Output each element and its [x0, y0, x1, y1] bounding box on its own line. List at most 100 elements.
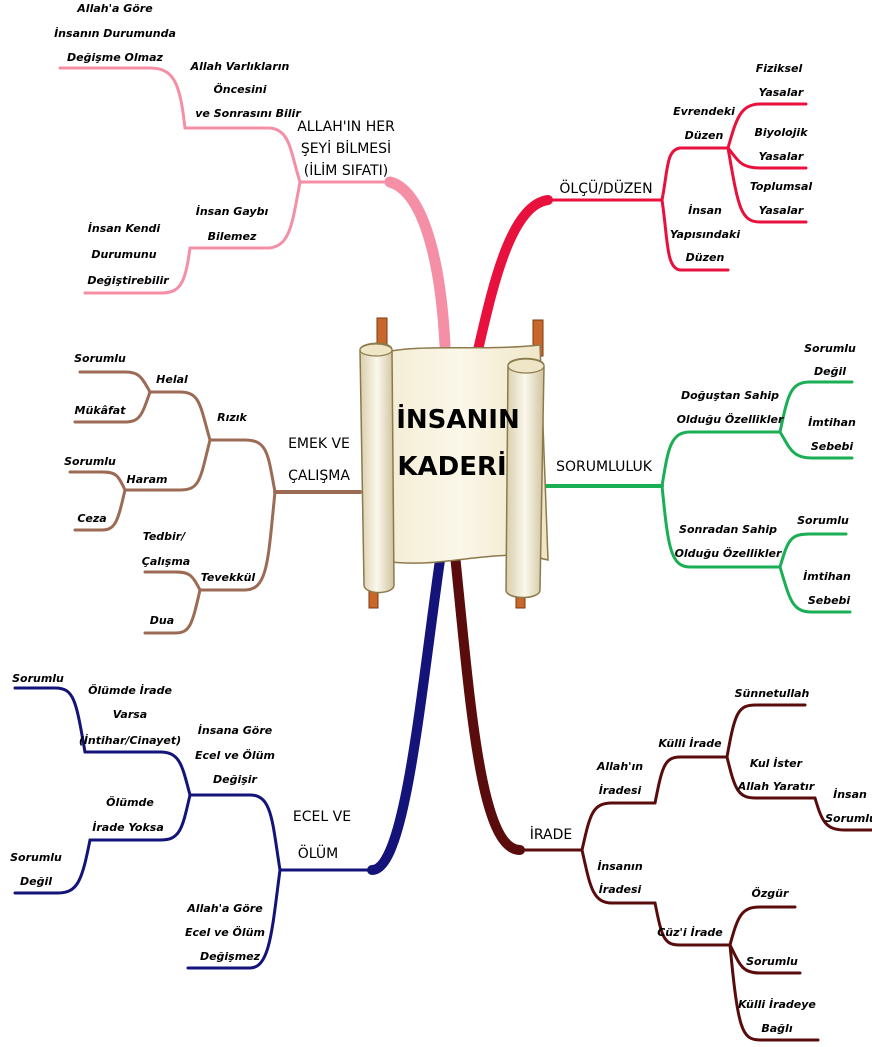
- connector: [728, 905, 797, 947]
- connector: [813, 796, 872, 832]
- connector: [660, 484, 782, 569]
- node-ilim-n2a-2: Durumunu: [91, 248, 156, 261]
- connector: [660, 146, 730, 202]
- connector: [183, 126, 302, 184]
- node-ecel-n1-1: İnsana Göre: [198, 723, 273, 737]
- connector: [725, 703, 807, 759]
- connector: [473, 195, 553, 355]
- branch-title-sorumluluk: SORUMLULUK: [556, 459, 653, 475]
- node-olcu-n1b-2: Yasalar: [759, 150, 804, 163]
- node-irade-n1a2a-1: İnsan: [833, 787, 867, 801]
- node-sor-n1a-2: Değil: [814, 365, 846, 378]
- connector: [13, 686, 87, 754]
- node-olcu-n2-3: Düzen: [686, 251, 725, 264]
- node-ilim-n1a-3: Değişme Olmaz: [67, 51, 164, 64]
- labels-sorumluluk: SORUMLULUK Doğuştan Sahip Olduğu Özellik…: [556, 342, 856, 607]
- connector: [186, 868, 282, 970]
- connector: [73, 488, 127, 532]
- branch-title-ecel-1: ECEL VE: [293, 809, 351, 825]
- branch-sorumluluk: [543, 380, 854, 614]
- node-emek-n2: Tevekkül: [201, 571, 256, 584]
- branch-title-ilim-3: (İLİM SIFATI): [304, 161, 388, 179]
- node-ilim-n1-1: Allah Varlıkların: [190, 60, 290, 73]
- node-ilim-n1a-1: Allah'a Göre: [76, 2, 153, 15]
- connector: [83, 750, 192, 797]
- connector: [148, 390, 212, 442]
- connector: [726, 102, 808, 150]
- node-olcu-n1b-1: Biyolojik: [754, 126, 808, 139]
- connector: [188, 793, 282, 872]
- node-ilim-n2-1: İnsan Gaybı: [196, 204, 269, 218]
- branch-title-ecel-2: ÖLÜM: [298, 844, 338, 862]
- node-sor-n1-1: Doğuştan Sahip: [681, 389, 779, 402]
- node-emek-n1b2: Ceza: [77, 512, 106, 525]
- node-ilim-n1a-2: İnsanın Durumunda: [54, 26, 176, 40]
- connector: [83, 246, 192, 295]
- branch-title-emek-2: ÇALIŞMA: [288, 468, 350, 484]
- branch-olcu: [473, 102, 808, 355]
- node-emek-n2a-2: Çalışma: [142, 555, 190, 568]
- branch-irade: [450, 550, 872, 1042]
- node-olcu-n1-1: Evrendeki: [673, 105, 735, 118]
- connector: [58, 66, 187, 130]
- node-ecel-n2-1: Allah'a Göre: [186, 902, 263, 915]
- node-irade-n2a3-2: Bağlı: [761, 1022, 792, 1035]
- labels-emek: EMEK VE ÇALIŞMA Rızık Helal Sorumlu Mükâ…: [64, 352, 350, 627]
- connector: [78, 370, 152, 394]
- node-sor-n2-1: Sonradan Sahip: [679, 523, 777, 536]
- connector: [778, 380, 854, 434]
- connector: [88, 793, 192, 842]
- branch-title-ilim-1: ALLAH'IN HER: [297, 119, 395, 135]
- node-ecel-n1a-3: (İntihar/Cinayet): [79, 733, 181, 747]
- node-irade-n1a: Külli İrade: [658, 736, 722, 750]
- node-ecel-n2-2: Ecel ve Ölüm: [185, 925, 265, 939]
- node-olcu-n1-2: Düzen: [685, 129, 724, 142]
- node-sor-n2a: Sorumlu: [797, 514, 849, 527]
- node-irade-n1-1: Allah'ın: [596, 760, 643, 773]
- connector: [208, 438, 277, 494]
- labels-ilim: ALLAH'IN HER ŞEYİ BİLMESİ (İLİM SIFATI) …: [54, 2, 395, 287]
- node-irade-n2a3-1: Külli İradeye: [738, 997, 816, 1011]
- labels-ecel: ECEL VE ÖLÜM İnsana Göre Ecel ve Ölüm De…: [10, 672, 351, 963]
- node-irade-n1a2-2: Allah Yaratır: [737, 780, 815, 793]
- node-emek-n1b: Haram: [127, 473, 168, 486]
- node-ilim-n2a-1: İnsan Kendi: [88, 221, 161, 235]
- connector: [367, 555, 445, 875]
- node-ecel-n2-3: Değişmez: [200, 950, 261, 963]
- node-irade-n2-1: İnsanın: [597, 859, 642, 873]
- connector: [726, 146, 808, 224]
- branch-ilim: [58, 66, 451, 351]
- node-sor-n1b-1: İmtihan: [808, 415, 856, 429]
- node-irade-n1a1: Sünnetullah: [735, 687, 810, 700]
- connector: [384, 176, 451, 351]
- node-ecel-n1-2: Ecel ve Ölüm: [195, 748, 275, 762]
- center-title-line2: KADERİ: [397, 450, 506, 482]
- node-sor-n1b-2: Sebebi: [811, 440, 854, 453]
- node-irade-n1-2: İradesi: [599, 783, 642, 797]
- node-ecel-n1a1: Sorumlu: [12, 672, 64, 685]
- center-title-line1: İNSANIN: [396, 403, 519, 435]
- node-sor-n2b-1: İmtihan: [803, 569, 851, 583]
- node-ilim-n1-2: Öncesini: [213, 82, 266, 96]
- node-ecel-n1a-1: Ölümde İrade: [88, 683, 172, 697]
- node-olcu-n1c-2: Yasalar: [759, 204, 804, 217]
- connector: [778, 430, 854, 460]
- connector: [660, 430, 782, 488]
- connector: [728, 943, 820, 1042]
- node-sor-n2-2: Olduğu Özellikler: [675, 546, 782, 560]
- node-emek-n1a: Helal: [156, 373, 188, 386]
- branch-emek: [68, 370, 362, 635]
- branch-ecel: [13, 555, 445, 970]
- connector: [726, 146, 808, 170]
- connector: [143, 588, 202, 635]
- node-irade-n2a: Cüz'i İrade: [657, 925, 723, 939]
- connector: [778, 565, 852, 614]
- connector: [580, 801, 657, 852]
- connector: [660, 198, 730, 272]
- node-emek-n1a1: Sorumlu: [74, 352, 126, 365]
- branch-title-irade: İRADE: [530, 825, 573, 843]
- node-ilim-n2-2: Bilemez: [208, 230, 257, 243]
- node-emek-n1: Rızık: [217, 411, 247, 424]
- node-olcu-n1a-2: Yasalar: [759, 86, 804, 99]
